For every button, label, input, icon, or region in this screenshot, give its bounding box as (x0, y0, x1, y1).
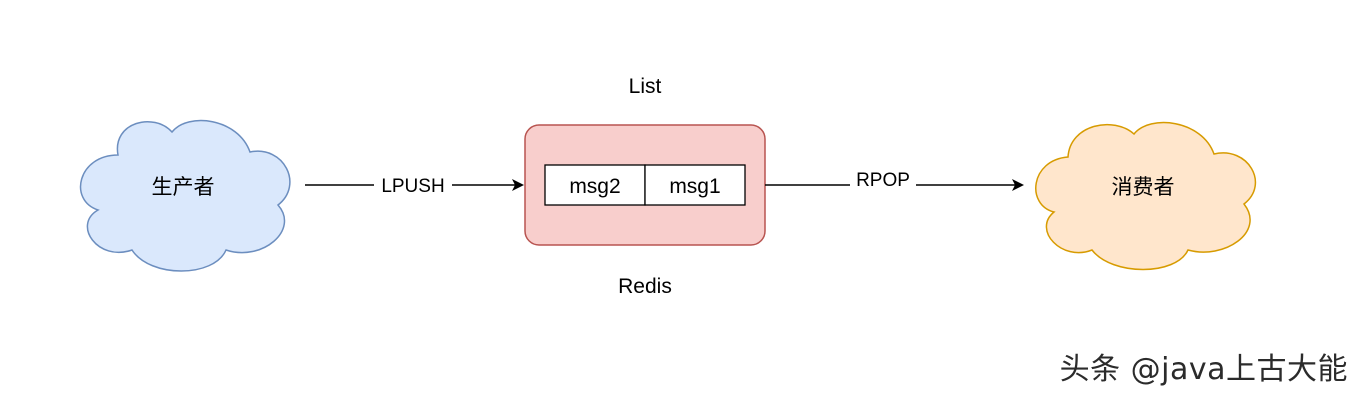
consumer-cloud: 消费者 (1035, 121, 1257, 271)
consumer-label: 消费者 (1112, 175, 1175, 199)
redis-label: Redis (618, 275, 672, 298)
lpush-label: LPUSH (381, 176, 444, 197)
rpop-edge: RPOP (765, 168, 1024, 191)
lpush-edge: LPUSH (305, 174, 524, 197)
list-cell-msg1-text: msg1 (669, 175, 720, 198)
producer-cloud-shape (79, 119, 291, 272)
consumer-cloud-shape (1035, 121, 1257, 271)
rpop-label: RPOP (856, 170, 910, 191)
list-cell-msg1 (644, 164, 746, 206)
list-label: List (629, 75, 662, 98)
lpush-label-bg (374, 174, 452, 196)
rpop-label-bg (850, 168, 916, 190)
producer-label: 生产者 (152, 175, 215, 199)
redis-container: List msg2 msg1 Redis (524, 75, 766, 298)
watermark: 头条 @java上古大能 (1059, 352, 1348, 387)
list-cell-msg2-text: msg2 (569, 175, 620, 198)
producer-cloud: 生产者 (79, 119, 291, 272)
list-cell-msg2 (544, 164, 646, 206)
